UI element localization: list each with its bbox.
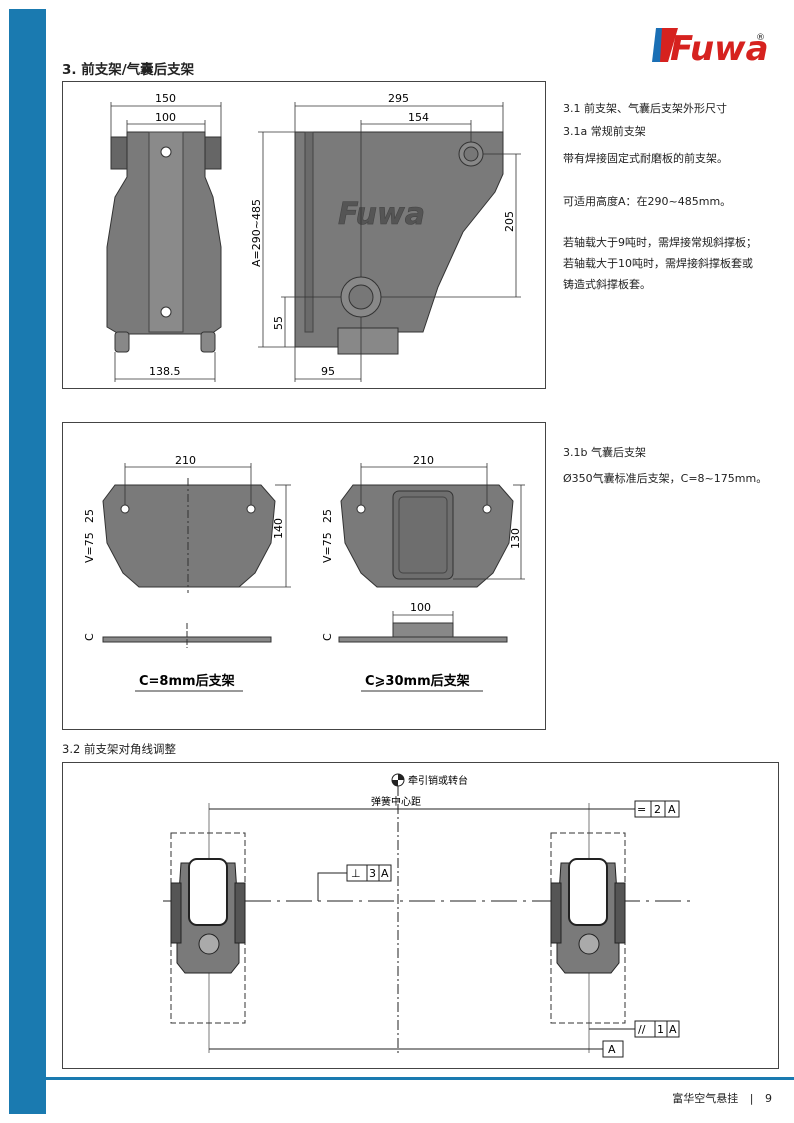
page-number: 9: [765, 1092, 772, 1105]
dim-138-5: 138.5: [149, 365, 181, 378]
left-hanger-shape: [170, 858, 246, 974]
alignment-drawing: 牵引销或转台 弹簧中心距 = 2 A ⊥ 3 A: [62, 762, 779, 1069]
dim-95: 95: [321, 365, 335, 378]
tol1-val: 2: [654, 803, 661, 816]
dim-205: 205: [503, 211, 516, 232]
sidebar-band: [9, 9, 46, 1114]
dim-100-rear: 100: [410, 601, 431, 614]
datum-label: A: [608, 1043, 616, 1056]
tol3-val: 1: [657, 1023, 664, 1036]
dim-130: 130: [509, 528, 522, 549]
rear-bracket-drawing: 210 210 V=75 25 140 V=75 25 130 100 C C …: [62, 422, 546, 730]
footer-text: 富华空气悬挂: [672, 1092, 739, 1105]
spring-center-label: 弹簧中心距: [371, 795, 421, 808]
caption-c30: C⩾30mm后支架: [365, 673, 470, 689]
registered-mark: ®: [756, 33, 765, 43]
dim-c-right: C: [321, 633, 334, 641]
desc-line-7: 铸造式斜撑板套。: [563, 278, 651, 291]
desc-line-2: 3.1a 常规前支架: [563, 125, 646, 138]
dim-c-left: C: [83, 633, 96, 641]
dim-210-left: 210: [175, 454, 196, 467]
tol3-sym: //: [638, 1023, 646, 1036]
tol1-ref: A: [668, 803, 676, 816]
desc-line-3: 带有焊接固定式耐磨板的前支架。: [563, 152, 728, 165]
dim-25-right: 25: [321, 509, 334, 523]
tol3-ref: A: [669, 1023, 677, 1036]
footer-sep: |: [749, 1092, 754, 1105]
desc2-line-2: Ø350气囊标准后支架，C=8~175mm。: [563, 472, 768, 485]
alignment-title: 3.2 前支架对角线调整: [62, 742, 176, 756]
caption-c8: C=8mm后支架: [139, 673, 235, 689]
desc2-line-1: 3.1b 气囊后支架: [563, 446, 646, 459]
desc-line-6: 若轴载大于10吨时，需焊接斜撑板套或: [563, 257, 753, 270]
dim-v75-left: V=75: [83, 532, 96, 563]
dim-25-left: 25: [83, 509, 96, 523]
footer-rule: [46, 1077, 794, 1080]
side-view-shape: Fuwa: [294, 131, 504, 355]
dim-100: 100: [155, 111, 176, 124]
dim-295: 295: [388, 92, 409, 105]
section-title: 3. 前支架/气囊后支架: [62, 62, 195, 78]
dim-210-right: 210: [413, 454, 434, 467]
desc-line-5: 若轴载大于9吨时，需焊接常规斜撑板；: [563, 236, 757, 249]
dim-140: 140: [272, 518, 285, 539]
footer: 富华空气悬挂 | 9: [672, 1090, 772, 1106]
desc-line-4: 可适用高度A：在290~485mm。: [563, 195, 732, 208]
tol2-sym: ⊥: [351, 867, 361, 880]
embossed-logo: Fuwa: [338, 197, 425, 232]
right-hanger-shape: [550, 858, 626, 974]
dim-v75-right: V=75: [321, 532, 334, 563]
dim-150: 150: [155, 92, 176, 105]
dim-A: A=290~485: [250, 199, 263, 267]
front-bracket-drawing: 150 100 138.5 Fuwa 295 154 205 A=290~485…: [62, 81, 546, 389]
desc-line-1: 3.1 前支架、气囊后支架外形尺寸: [563, 102, 727, 115]
dim-55: 55: [272, 316, 285, 330]
logo-text: Fuwa: [670, 29, 768, 68]
tol2-ref: A: [381, 867, 389, 880]
tol1-sym: =: [637, 803, 646, 816]
front-view-shape: [106, 131, 222, 353]
tol2-val: 3: [369, 867, 376, 880]
dim-154: 154: [408, 111, 429, 124]
kingpin-label: 牵引销或转台: [408, 774, 468, 787]
fuwa-logo: Fuwa ®: [648, 22, 769, 69]
